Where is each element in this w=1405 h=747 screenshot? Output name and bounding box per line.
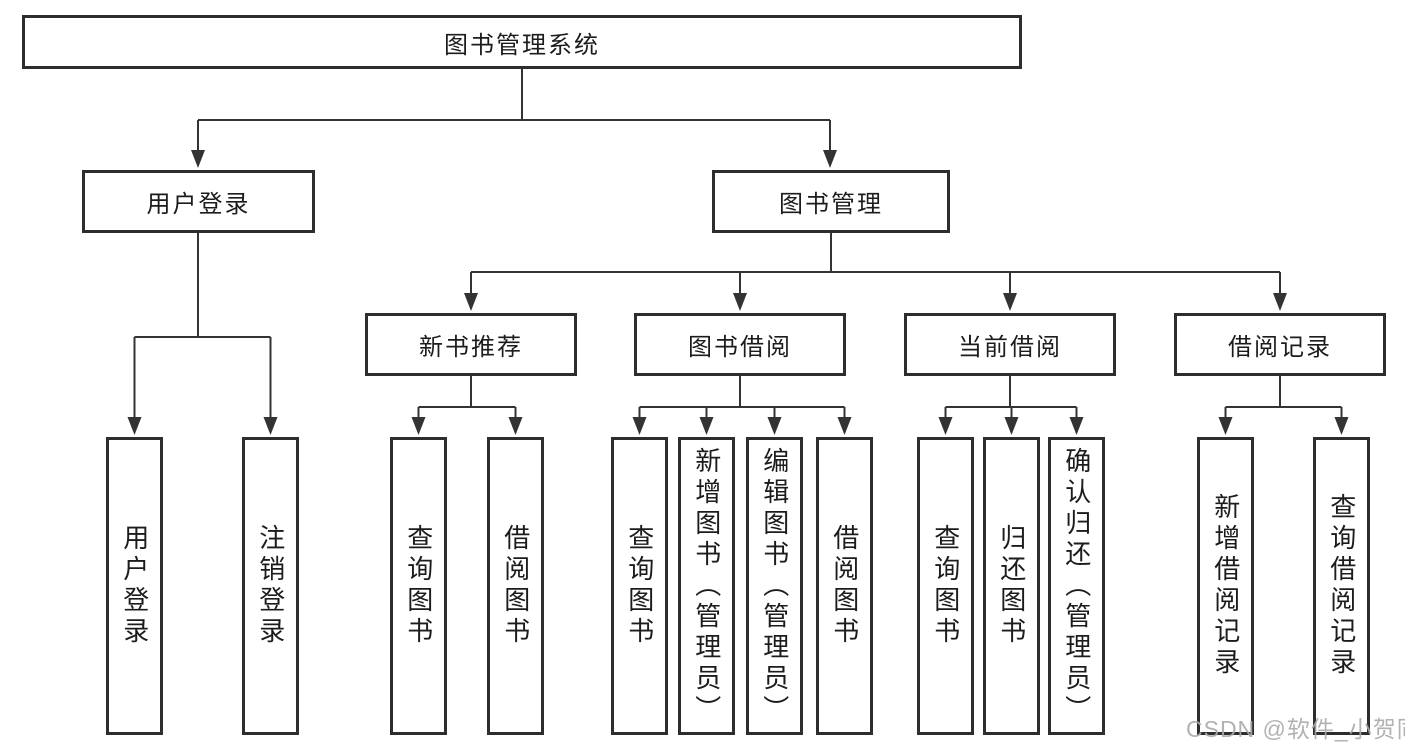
- node-leaf-borrow-books-1: 借阅图书: [487, 437, 544, 735]
- arrow-down-icon: [1273, 293, 1287, 311]
- arrow-down-icon: [767, 417, 782, 435]
- arrow-down-icon: [733, 293, 747, 311]
- node-leaf-confirm-return-admin: 确认归还（管理员）: [1048, 437, 1105, 735]
- node-current-borrowing: 当前借阅: [904, 313, 1116, 376]
- arrow-down-icon: [1004, 417, 1019, 435]
- node-label: 图书管理: [779, 191, 883, 218]
- node-label: 确认归还（管理员）: [1061, 446, 1092, 726]
- node-label: 借阅记录: [1228, 334, 1332, 361]
- arrow-down-icon: [191, 150, 205, 168]
- arrow-down-icon: [1334, 417, 1349, 435]
- node-leaf-query-borrow-record: 查询借阅记录: [1313, 437, 1370, 735]
- node-leaf-add-borrow-record: 新增借阅记录: [1197, 437, 1254, 735]
- arrow-down-icon: [632, 417, 647, 435]
- node-borrowing-records: 借阅记录: [1174, 313, 1386, 376]
- arrow-down-icon: [699, 417, 714, 435]
- node-leaf-edit-book-admin: 编辑图书（管理员）: [746, 437, 803, 735]
- arrow-down-icon: [263, 417, 278, 435]
- node-label: 新增图书（管理员）: [691, 446, 722, 726]
- arrow-down-icon: [127, 417, 142, 435]
- node-label: 用户登录: [146, 191, 251, 218]
- node-label: 编辑图书（管理员）: [759, 446, 790, 726]
- node-leaf-query-books-1: 查询图书: [390, 437, 447, 735]
- node-leaf-borrow-books-2: 借阅图书: [816, 437, 873, 735]
- node-label: 归还图书: [996, 524, 1027, 648]
- node-label: 注销登录: [255, 524, 286, 648]
- node-label: 借阅图书: [829, 524, 860, 648]
- node-label: 查询图书: [624, 524, 655, 648]
- arrow-down-icon: [823, 150, 837, 168]
- node-leaf-query-books-2: 查询图书: [611, 437, 668, 735]
- node-label: 查询图书: [930, 524, 961, 648]
- arrow-down-icon: [1003, 293, 1017, 311]
- node-leaf-return-books: 归还图书: [983, 437, 1040, 735]
- node-leaf-query-books-3: 查询图书: [917, 437, 974, 735]
- node-label: 图书管理系统: [444, 31, 600, 59]
- node-leaf-logout: 注销登录: [242, 437, 299, 735]
- arrow-down-icon: [1069, 417, 1084, 435]
- arrow-down-icon: [411, 417, 426, 435]
- csdn-watermark: CSDN @软件_小贺同学: [1186, 716, 1405, 742]
- node-label: 图书借阅: [688, 334, 792, 361]
- node-root-library-system: 图书管理系统: [22, 15, 1022, 69]
- arrow-down-icon: [508, 417, 523, 435]
- node-new-book-recommend: 新书推荐: [365, 313, 577, 376]
- node-leaf-user-login: 用户登录: [106, 437, 163, 735]
- node-label: 当前借阅: [958, 334, 1062, 361]
- arrow-down-icon: [837, 417, 852, 435]
- node-label: 查询图书: [403, 524, 434, 648]
- node-label: 用户登录: [119, 524, 150, 648]
- node-user-login-branch: 用户登录: [82, 170, 315, 233]
- node-label: 新增借阅记录: [1210, 493, 1241, 679]
- node-book-borrowing: 图书借阅: [634, 313, 846, 376]
- arrow-down-icon: [1218, 417, 1233, 435]
- node-book-management: 图书管理: [712, 170, 950, 233]
- node-label: 查询借阅记录: [1326, 493, 1357, 679]
- node-leaf-add-book-admin: 新增图书（管理员）: [678, 437, 735, 735]
- node-label: 新书推荐: [419, 334, 523, 361]
- node-label: 借阅图书: [500, 524, 531, 648]
- arrow-down-icon: [464, 293, 478, 311]
- arrow-down-icon: [938, 417, 953, 435]
